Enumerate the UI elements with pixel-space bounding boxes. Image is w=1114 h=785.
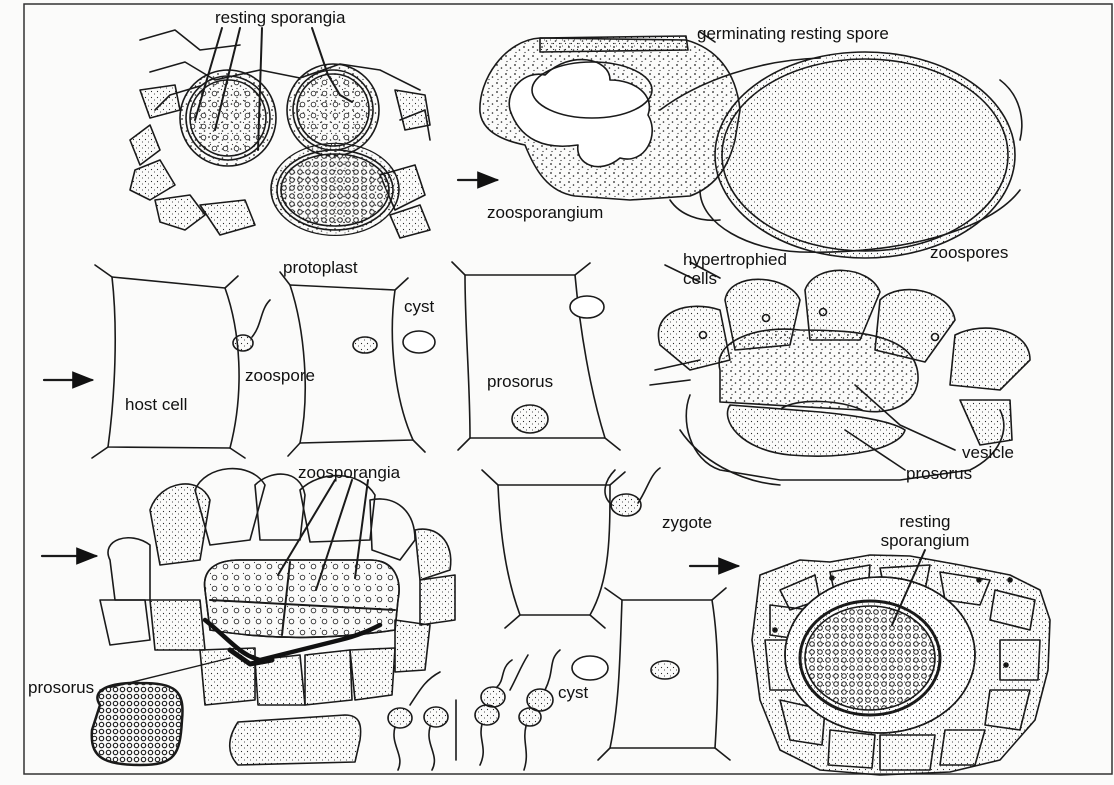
- label-hypertrophied-cells: hypertrophied cells: [683, 250, 787, 288]
- label-germinating-resting-spore: germinating resting spore: [697, 24, 889, 43]
- label-prosorus-right: prosorus: [906, 464, 972, 483]
- label-cyst-top: cyst: [404, 297, 434, 316]
- label-zoosporangia: zoosporangia: [298, 463, 400, 482]
- label-zoosporangium: zoosporangium: [487, 203, 603, 222]
- label-prosorus-bottom: prosorus: [28, 678, 94, 697]
- label-host-cell: host cell: [125, 395, 187, 414]
- label-zygote: zygote: [662, 513, 712, 532]
- panel-zoosporangia: [100, 469, 455, 705]
- label-resting-sporangium-text: resting sporangium: [881, 512, 970, 550]
- panel-resting-sporangia: [130, 28, 430, 238]
- label-protoplast: protoplast: [283, 258, 358, 277]
- label-resting-sporangia: resting sporangia: [215, 8, 345, 27]
- label-zoospores: zoospores: [930, 243, 1008, 262]
- label-vesicle: vesicle: [962, 443, 1014, 462]
- label-prosorus-mid: prosorus: [487, 372, 553, 391]
- panel-resting-sporangium: [752, 550, 1050, 775]
- panel-host-infection: [92, 262, 620, 458]
- label-zoospore: zoospore: [245, 366, 315, 385]
- label-hypertrophied-cells-text: hypertrophied cells: [683, 250, 787, 288]
- label-cyst-bottom: cyst: [558, 683, 588, 702]
- panel-germinating-spore: [480, 32, 1022, 258]
- label-resting-sporangium: resting sporangium: [870, 512, 980, 550]
